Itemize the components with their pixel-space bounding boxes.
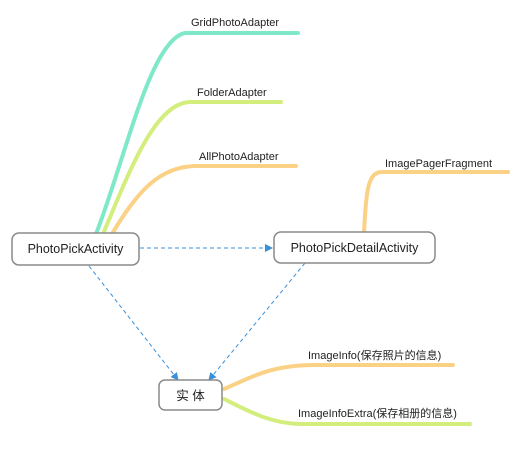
leaf-grid-photo-adapter: GridPhotoAdapter [191, 17, 279, 29]
leaf-image-info: ImageInfo(保存照片的信息) [308, 348, 441, 362]
arrow-detail-to-entity [208, 262, 306, 381]
node-photo-pick-activity[interactable]: PhotoPickActivity [11, 232, 140, 266]
leaf-folder-adapter: FolderAdapter [197, 87, 267, 99]
leaf-all-photo-adapter: AllPhotoAdapter [199, 151, 279, 163]
node-photo-pick-detail-activity[interactable]: PhotoPickDetailActivity [273, 231, 436, 264]
branch-image-info-extra [222, 397, 472, 426]
branch-image-info [222, 363, 455, 391]
branch-all-photo-adapter [110, 164, 298, 236]
node-entity[interactable]: 实 体 [158, 379, 223, 411]
node-photo-pick-activity-label: PhotoPickActivity [28, 242, 125, 256]
node-photo-pick-detail-activity-label: PhotoPickDetailActivity [291, 241, 420, 255]
leaf-image-info-extra: ImageInfoExtra(保存相册的信息) [298, 406, 457, 420]
arrow-activity-to-entity [88, 265, 179, 381]
branch-grid-photo-adapter [94, 31, 300, 236]
node-entity-label: 实 体 [176, 388, 205, 403]
leaf-image-pager-fragment: ImagePagerFragment [385, 158, 492, 170]
branch-folder-adapter [101, 100, 283, 236]
branch-image-pager-fragment [362, 170, 510, 235]
